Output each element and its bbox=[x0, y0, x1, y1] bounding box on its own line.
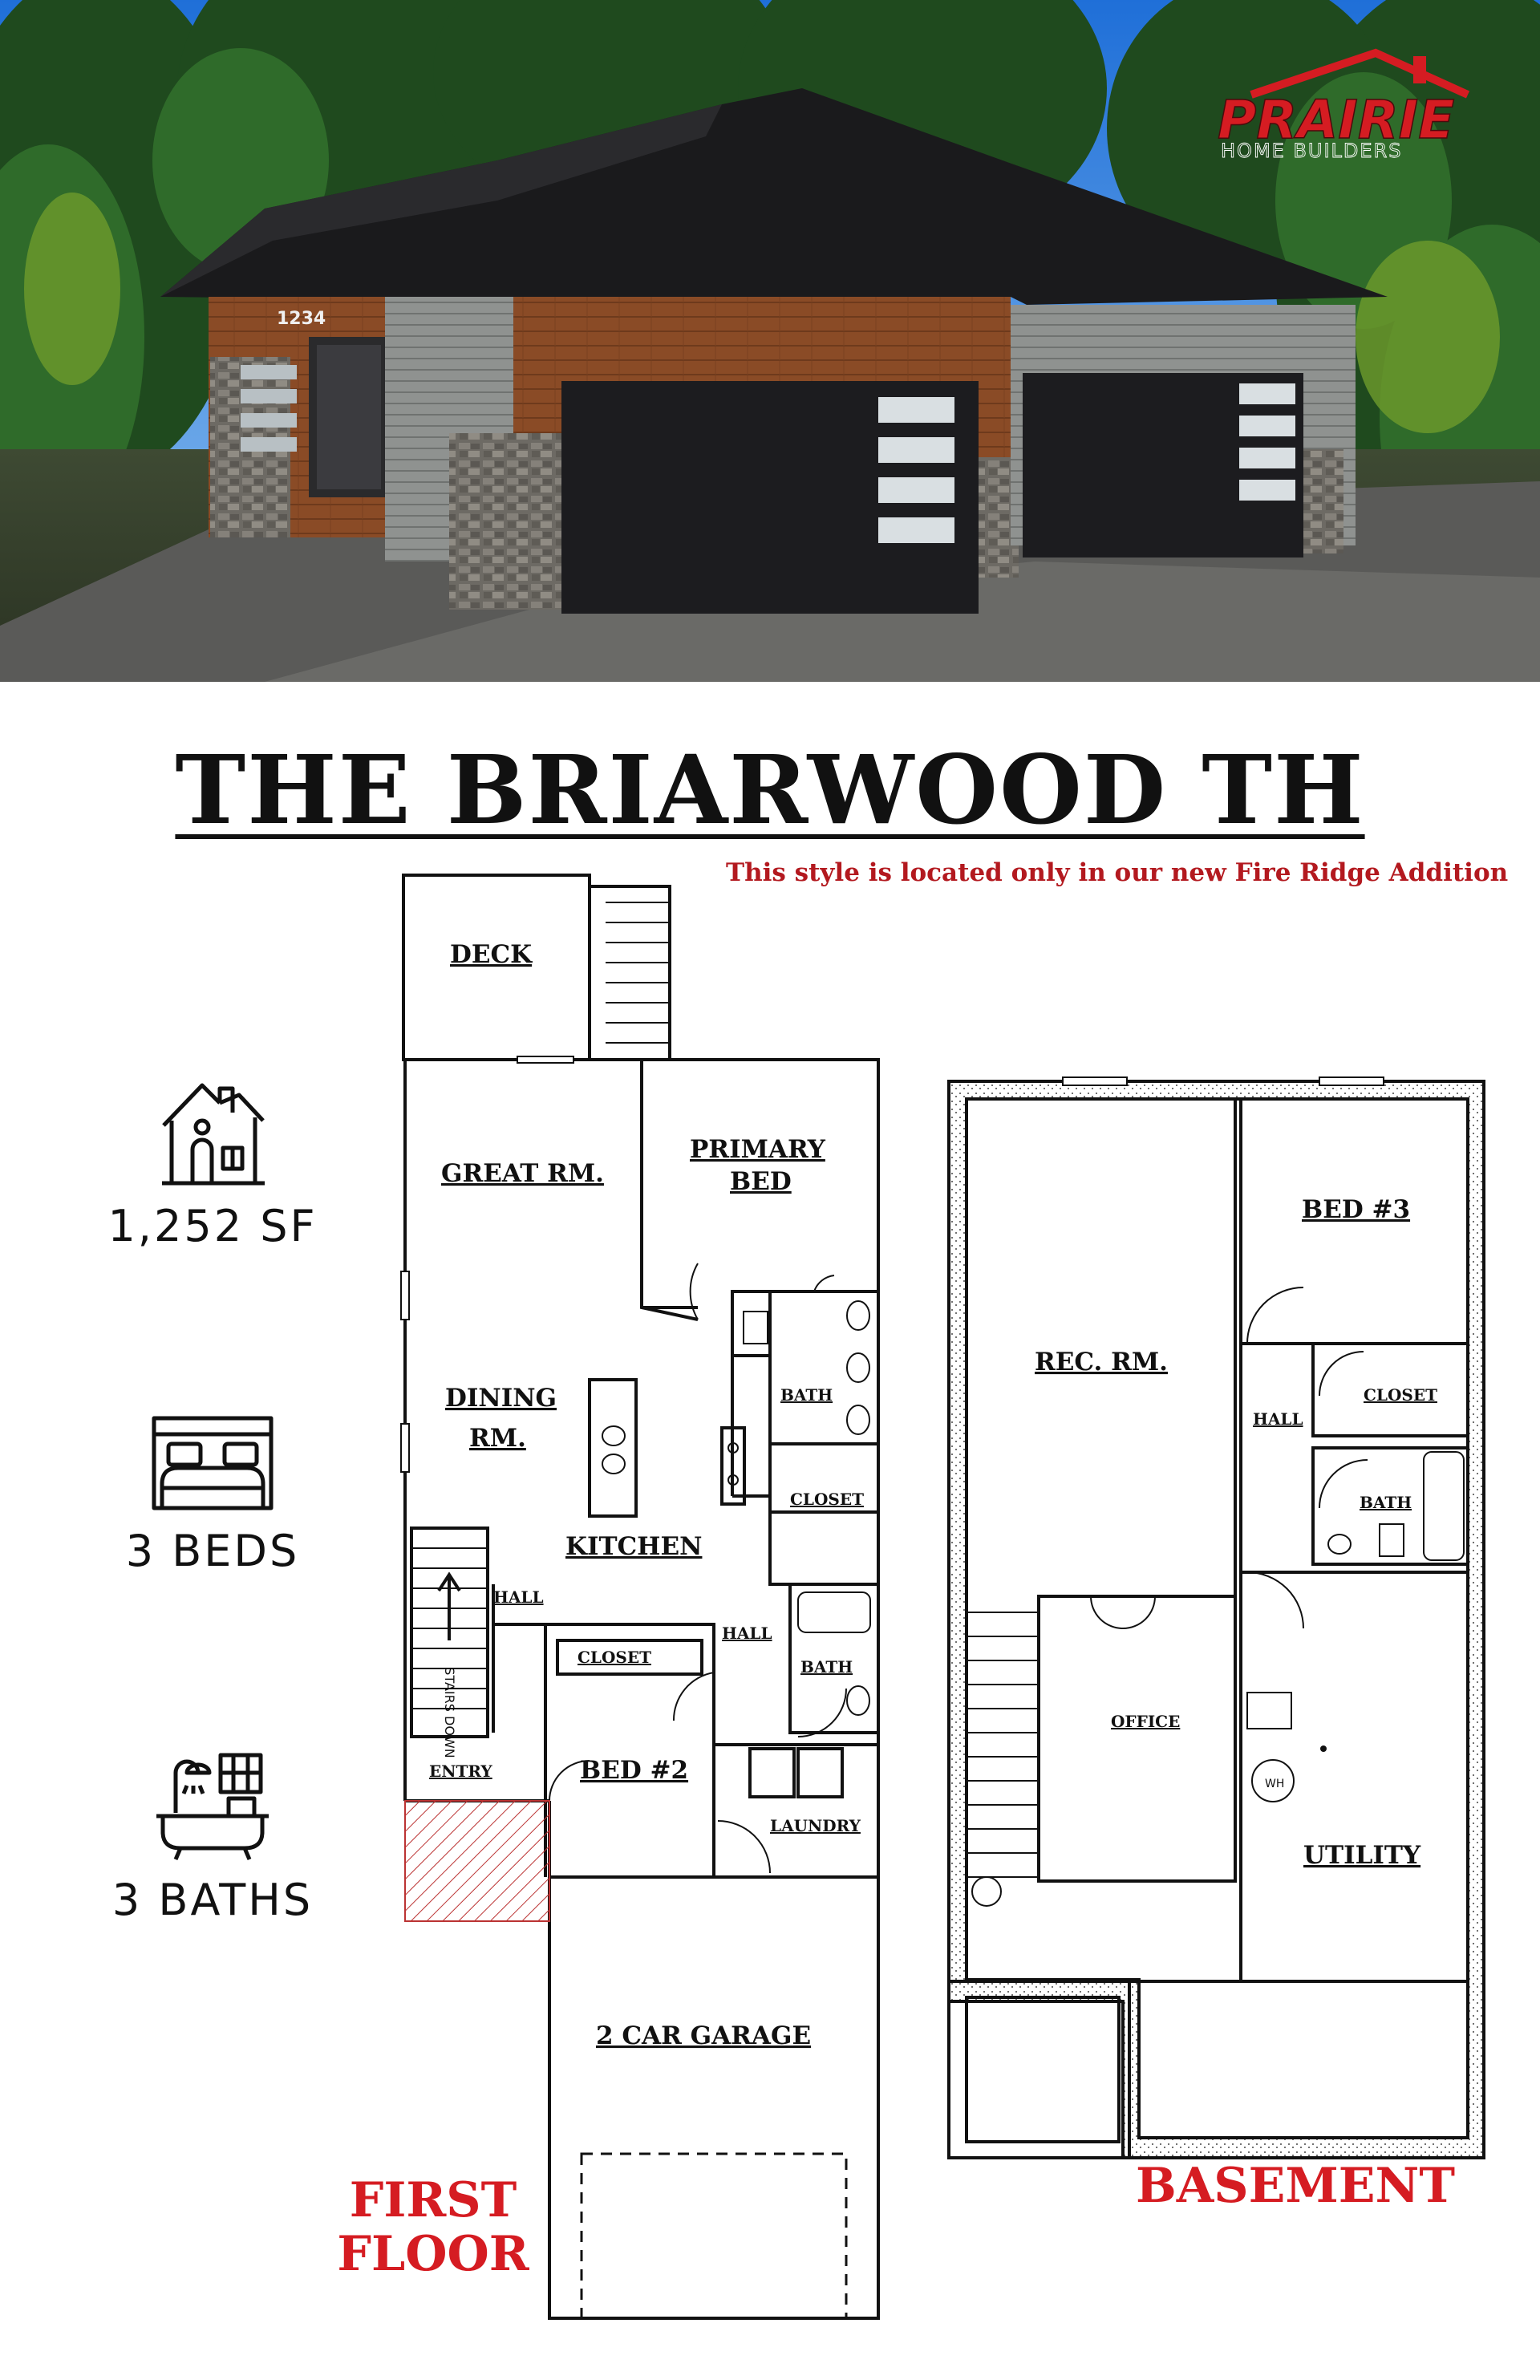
room-hall-bath: BATH bbox=[800, 1657, 853, 1677]
first-floor-plan: DECK GREAT RM. PRIMARY BED DINING RM. BA… bbox=[397, 870, 910, 2330]
stat-label: 3 BATHS bbox=[111, 1875, 314, 1925]
address-number: 1234 bbox=[277, 309, 326, 329]
room-primary-closet: CLOSET bbox=[790, 1490, 864, 1509]
room-rec-rm: REC. RM. bbox=[1035, 1348, 1168, 1377]
room-primary-bed-line2: BED bbox=[730, 1167, 792, 1196]
basement-plan: WH REC. RM. BED #3 CLOSET HALL BATH OFFI… bbox=[942, 1075, 1496, 2162]
room-utility: UTILITY bbox=[1303, 1841, 1421, 1870]
room-primary-bed-line1: PRIMARY bbox=[690, 1135, 826, 1164]
logo-wordmark: PRAIRIE bbox=[1218, 89, 1454, 151]
page-title: THE BRIARWOOD TH bbox=[0, 734, 1540, 845]
stat-label: 1,252 SF bbox=[107, 1201, 318, 1251]
house-icon bbox=[162, 1083, 265, 1186]
stat-bedrooms: 3 BEDS bbox=[48, 1412, 377, 1576]
stat-square-feet: 1,252 SF bbox=[48, 1071, 377, 1251]
room-laundry: LAUNDRY bbox=[770, 1816, 861, 1835]
house-exterior-rendering: 1234 bbox=[0, 0, 1540, 682]
room-basement-closet: CLOSET bbox=[1364, 1385, 1437, 1405]
first-floor-label-line1: FIRST bbox=[349, 2172, 517, 2228]
stat-label: 3 BEDS bbox=[125, 1526, 300, 1576]
stairs-down-label: STAIRS DOWN bbox=[442, 1667, 457, 1758]
bed-icon bbox=[152, 1416, 274, 1510]
prairie-home-builders-logo: PRAIRIE HOME BUILDERS bbox=[1203, 48, 1524, 162]
room-dining-line1: DINING bbox=[445, 1384, 557, 1413]
room-primary-bath: BATH bbox=[780, 1385, 833, 1405]
room-hall-closet: CLOSET bbox=[578, 1648, 651, 1667]
room-hall-right: HALL bbox=[722, 1624, 772, 1643]
room-great-rm: GREAT RM. bbox=[441, 1159, 604, 1188]
stat-bathrooms: 3 BATHS bbox=[48, 1749, 377, 1925]
location-note: This style is located only in our new Fi… bbox=[726, 858, 1509, 887]
room-dining-line2: RM. bbox=[469, 1424, 526, 1453]
room-kitchen: KITCHEN bbox=[565, 1532, 702, 1561]
bathtub-icon bbox=[156, 1753, 269, 1860]
basement-label: BASEMENT bbox=[1136, 2158, 1455, 2214]
first-floor-label: FIRST FLOOR bbox=[329, 2172, 537, 2283]
room-entry: ENTRY bbox=[429, 1762, 492, 1781]
water-heater-label: WH bbox=[1265, 1778, 1284, 1790]
room-deck: DECK bbox=[450, 940, 533, 969]
plan-name: THE BRIARWOOD TH bbox=[175, 734, 1365, 845]
room-bed-3: BED #3 bbox=[1302, 1195, 1410, 1224]
room-hall-left: HALL bbox=[493, 1587, 544, 1607]
room-bed-2: BED #2 bbox=[580, 1756, 688, 1785]
first-floor-label-line2: FLOOR bbox=[337, 2226, 529, 2283]
room-garage: 2 CAR GARAGE bbox=[596, 2021, 811, 2050]
logo-tagline: HOME BUILDERS bbox=[1221, 140, 1402, 160]
room-basement-bath: BATH bbox=[1360, 1493, 1412, 1512]
room-office: OFFICE bbox=[1111, 1712, 1180, 1731]
room-basement-hall: HALL bbox=[1253, 1409, 1303, 1429]
